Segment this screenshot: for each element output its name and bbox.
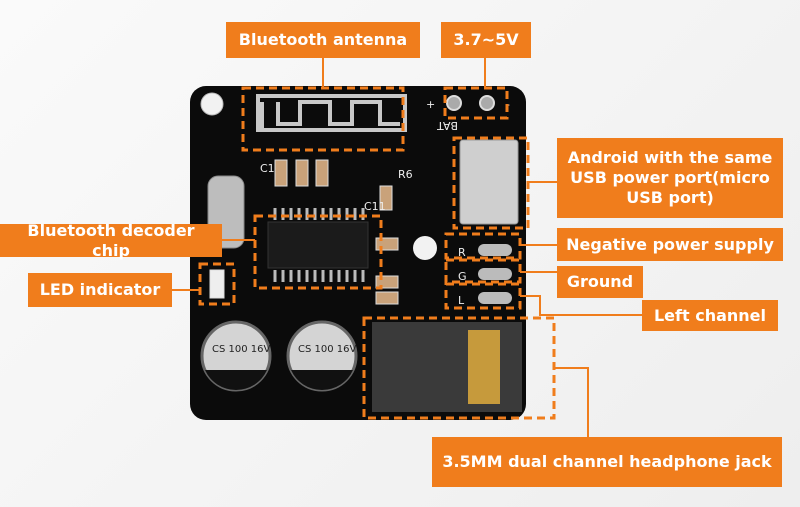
silk-c1: C1 bbox=[260, 162, 275, 175]
led-outline bbox=[198, 262, 236, 306]
label-led-indicator: LED indicator bbox=[28, 273, 172, 307]
l-pad bbox=[478, 292, 512, 304]
label-ground: Ground bbox=[557, 266, 643, 298]
g-pad bbox=[478, 268, 512, 280]
smd-component bbox=[274, 159, 288, 187]
silk-r: R bbox=[458, 246, 466, 259]
voltage-outline bbox=[443, 86, 509, 120]
smd-component bbox=[315, 159, 329, 187]
silk-g: G bbox=[458, 270, 467, 283]
label-left-channel: Left channel bbox=[642, 300, 778, 331]
bat-plus-pad bbox=[446, 95, 462, 111]
smd-component bbox=[375, 275, 399, 289]
leader-line bbox=[554, 367, 589, 437]
micro-usb-port bbox=[459, 139, 519, 225]
chip-pins bbox=[273, 208, 365, 282]
label-headphone-jack: 3.5MM dual channel headphone jack bbox=[432, 437, 782, 487]
headphone-jack-shell bbox=[468, 330, 500, 404]
leader-line bbox=[520, 295, 642, 316]
smd-component bbox=[295, 159, 309, 187]
bat-minus-pad bbox=[479, 95, 495, 111]
silk-c11: C11 bbox=[364, 200, 386, 213]
mounting-hole bbox=[200, 92, 224, 116]
decoder-chip bbox=[267, 221, 369, 269]
label-voltage: 3.7~5V bbox=[441, 22, 531, 58]
label-decoder-chip: Bluetooth decoder chip bbox=[0, 221, 222, 260]
label-bluetooth-antenna: Bluetooth antenna bbox=[226, 22, 420, 58]
silk-l: L bbox=[458, 294, 465, 307]
antenna-trace bbox=[256, 94, 407, 132]
smd-component bbox=[375, 237, 399, 251]
cap-marking: CS 100 16V bbox=[212, 344, 270, 355]
label-negative-power: Negative power supply bbox=[557, 228, 783, 261]
smd-component bbox=[379, 185, 393, 211]
silk-plus: + bbox=[426, 98, 435, 111]
chip-outline bbox=[253, 214, 383, 290]
mounting-hole bbox=[413, 236, 437, 260]
smd-component bbox=[375, 291, 399, 305]
label-usb-port: Android with the same USB power port(mic… bbox=[557, 138, 783, 218]
r-pad bbox=[478, 244, 512, 256]
cap-marking: CS 100 16V bbox=[298, 344, 356, 355]
led bbox=[209, 269, 225, 299]
silk-r6: R6 bbox=[398, 168, 413, 181]
silk-bat: BAT bbox=[437, 119, 458, 132]
